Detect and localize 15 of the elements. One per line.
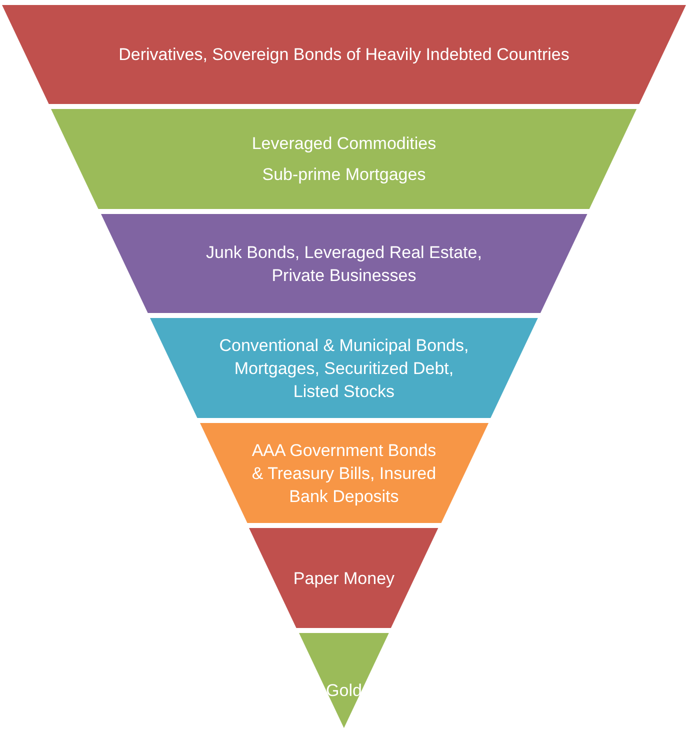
- band-label: Junk Bonds, Leveraged Real Estate, Private Businesses: [205, 242, 483, 286]
- band-label: AAA Government Bonds & Treasury Bills, Insured Bank Deposits: [250, 440, 438, 508]
- pyramid-band: [150, 318, 538, 418]
- band-label: Conventional & Municipal Bonds, Mortgages, Securitized Debt, Listed Stocks: [218, 334, 469, 402]
- pyramid-band: [249, 528, 439, 628]
- pyramid-band: [100, 214, 588, 313]
- band-label: Paper Money: [292, 568, 396, 590]
- pyramid-band: [51, 109, 637, 209]
- pyramid-band: [200, 423, 488, 523]
- band-label: Leveraged Commodities: [250, 133, 438, 155]
- band-label: Gold: [325, 680, 363, 702]
- band-label: Sub-prime Mortgages: [261, 164, 427, 186]
- pyramid-band: [299, 633, 389, 728]
- pyramid-band: [2, 5, 686, 104]
- band-label: Derivatives, Sovereign Bonds of Heavily Indebted Countries: [118, 44, 570, 66]
